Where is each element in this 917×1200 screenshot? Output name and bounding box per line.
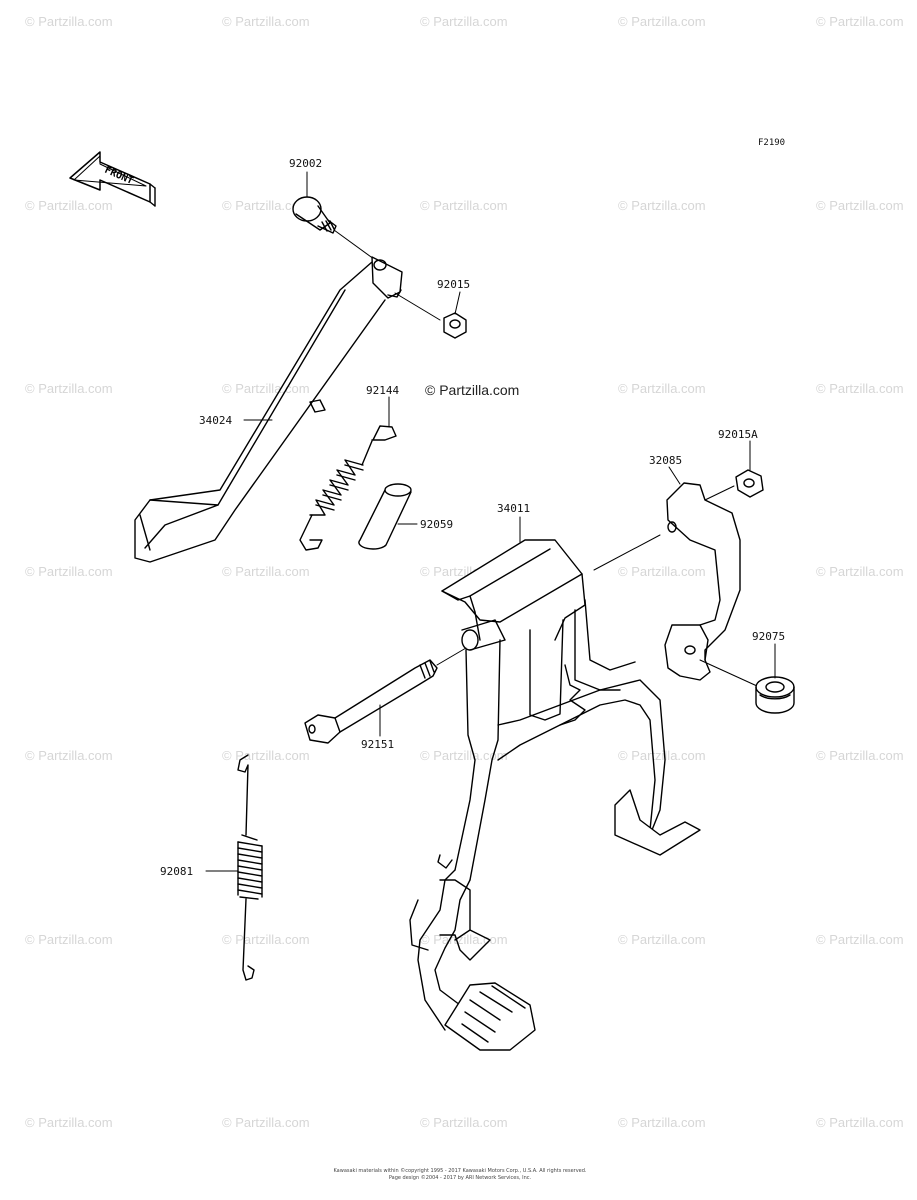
- copyright-line-2: Page design ©2004 - 2017 by ARI Network …: [388, 1175, 532, 1181]
- watermark-text: © Partzilla.com: [420, 932, 508, 947]
- leader-lines: [205, 171, 776, 872]
- watermark-text: © Partzilla.com: [816, 381, 904, 396]
- label-32085[interactable]: 32085: [649, 454, 683, 467]
- watermark-text: © Partzilla.com: [25, 381, 113, 396]
- watermark-text: © Partzilla.com: [618, 198, 706, 213]
- watermark-text: © Partzilla.com: [618, 748, 706, 763]
- watermark-text: © Partzilla.com: [25, 198, 113, 213]
- copyright-line-1: Kawasaki materials within ©copyright 199…: [333, 1168, 587, 1174]
- watermark-text: © Partzilla.com: [618, 14, 706, 29]
- watermark-text: © Partzilla.com: [816, 932, 904, 947]
- watermark-text: © Partzilla.com: [618, 1115, 706, 1130]
- label-92015A[interactable]: 92015A: [718, 428, 758, 441]
- front-arrow-icon: [69, 151, 156, 207]
- part-32085-bracket: [593, 482, 758, 687]
- watermark-text: © Partzilla.com: [420, 748, 508, 763]
- watermark-text: © Partzilla.com: [420, 14, 508, 29]
- watermark-text: © Partzilla.com: [816, 1115, 904, 1130]
- watermark-text: © Partzilla.com: [25, 14, 113, 29]
- watermark-text: © Partzilla.com: [222, 1115, 310, 1130]
- watermark-text: © Partzilla.com: [816, 564, 904, 579]
- watermark-text: © Partzilla.com: [222, 748, 310, 763]
- watermark-text: © Partzilla.com: [618, 381, 706, 396]
- label-92151[interactable]: 92151: [361, 738, 395, 751]
- watermark-text: © Partzilla.com: [816, 198, 904, 213]
- copyright-footer: Kawasaki materials within ©copyright 199…: [330, 1168, 590, 1182]
- watermark-text: © Partzilla.com: [222, 381, 310, 396]
- label-92144[interactable]: 92144: [366, 384, 400, 397]
- part-92151-shaft: [304, 647, 467, 744]
- label-92075[interactable]: 92075: [752, 630, 786, 643]
- watermark-text: © Partzilla.com: [25, 564, 113, 579]
- part-34024-side-stand: [134, 256, 441, 563]
- label-34011[interactable]: 34011: [497, 502, 531, 515]
- watermark-text: © Partzilla.com: [816, 748, 904, 763]
- watermark-text: © Partzilla.com: [25, 1115, 113, 1130]
- watermark-text: © Partzilla.com: [816, 14, 904, 29]
- part-92002-bolt: [292, 196, 379, 263]
- watermark-text: © Partzilla.com: [420, 198, 508, 213]
- figure-code: F2190: [758, 138, 786, 148]
- watermark-text: © Partzilla.com: [25, 748, 113, 763]
- part-34011-center-stand: [409, 539, 701, 1051]
- label-34024[interactable]: 34024: [199, 414, 233, 427]
- center-watermark: © Partzilla.com: [425, 382, 520, 398]
- part-92015A-nut: [735, 469, 764, 498]
- label-92081[interactable]: 92081: [160, 865, 194, 878]
- label-92015[interactable]: 92015: [437, 278, 471, 291]
- label-92059[interactable]: 92059: [420, 518, 454, 531]
- watermark-text: © Partzilla.com: [420, 1115, 508, 1130]
- part-92075-rubber: [755, 676, 795, 714]
- part-92144-spring: [299, 425, 397, 551]
- watermark-text: © Partzilla.com: [222, 198, 310, 213]
- watermark-text: © Partzilla.com: [618, 932, 706, 947]
- part-92059-collar: [358, 483, 412, 550]
- part-92015-nut: [443, 312, 467, 339]
- watermark-text: © Partzilla.com: [222, 564, 310, 579]
- part-92081-spring: [237, 754, 263, 981]
- label-92002[interactable]: 92002: [289, 157, 323, 170]
- watermark-text: © Partzilla.com: [618, 564, 706, 579]
- watermark-text: © Partzilla.com: [222, 14, 310, 29]
- watermark-text: © Partzilla.com: [25, 932, 113, 947]
